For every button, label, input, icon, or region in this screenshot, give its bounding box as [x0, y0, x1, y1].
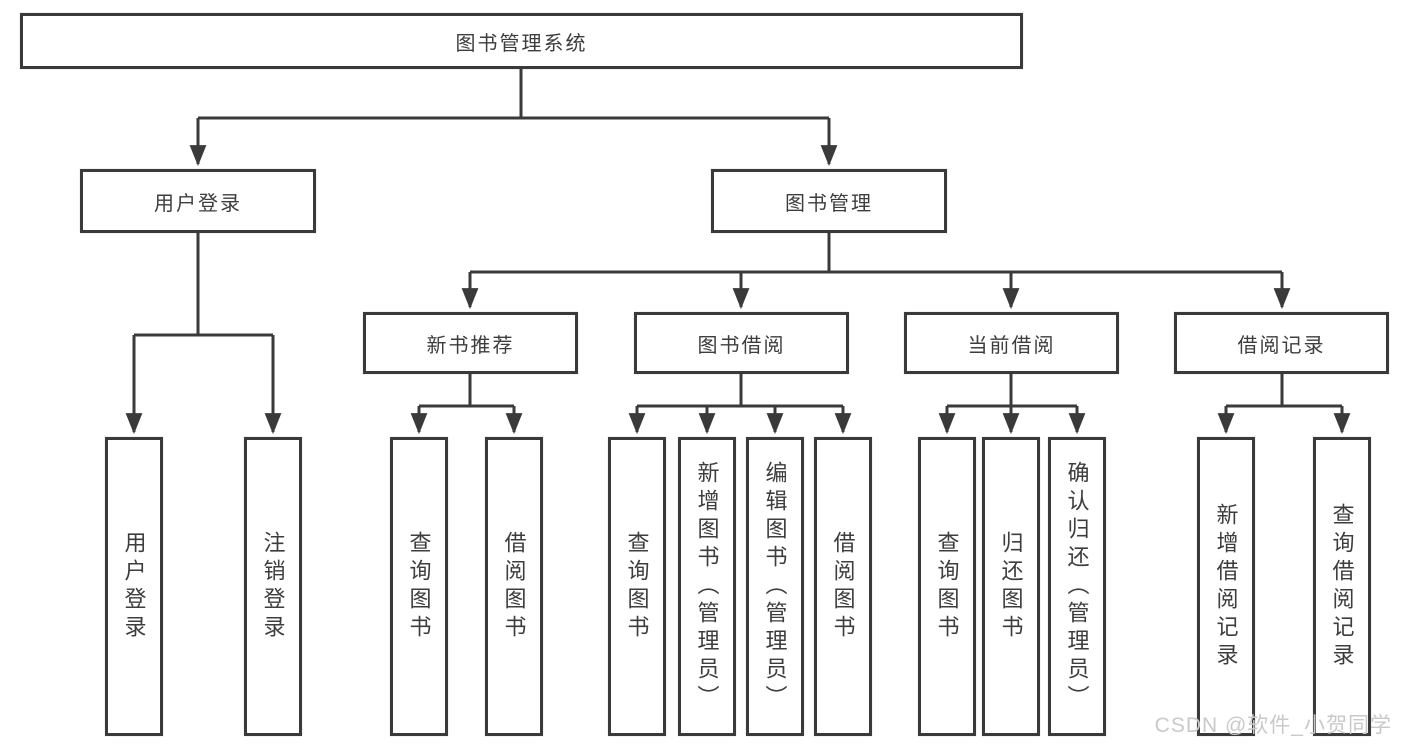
- leaf-borrow-books-recommend: 借阅图书: [485, 437, 543, 736]
- leaf-return-book: 归还图书: [982, 437, 1040, 736]
- leaf-add-borrow-record: 新增借阅记录: [1197, 437, 1255, 736]
- node-borrowing-records: 借阅记录: [1174, 312, 1389, 374]
- leaf-query-borrow-record: 查询借阅记录: [1313, 437, 1371, 736]
- node-library-management-system: 图书管理系统: [20, 13, 1023, 69]
- leaf-confirm-return-admin: 确认归还（管理员）: [1048, 437, 1106, 736]
- node-label: 新增图书（管理员）: [694, 460, 720, 713]
- leaf-query-books-borrowing: 查询图书: [608, 437, 666, 736]
- node-label: 查询图书: [934, 530, 960, 643]
- node-label: 借阅图书: [501, 530, 527, 643]
- node-label: 查询图书: [406, 530, 432, 643]
- leaf-edit-book-admin: 编辑图书（管理员）: [746, 437, 804, 736]
- leaf-query-books-current: 查询图书: [918, 437, 976, 736]
- node-label: 用户登录: [154, 192, 242, 215]
- node-label: 查询借阅记录: [1329, 502, 1355, 671]
- node-book-borrowing: 图书借阅: [634, 312, 849, 374]
- leaf-add-book-admin: 新增图书（管理员）: [678, 437, 736, 736]
- node-label: 用户登录: [121, 530, 147, 643]
- node-label: 图书管理: [785, 192, 873, 215]
- leaf-logout: 注销登录: [244, 437, 302, 736]
- node-label: 归还图书: [998, 530, 1024, 643]
- node-label: 图书借阅: [697, 334, 786, 357]
- node-label: 新增借阅记录: [1213, 502, 1239, 671]
- node-label: 借阅记录: [1237, 334, 1326, 357]
- node-label: 新书推荐: [426, 334, 515, 357]
- node-label: 确认归还（管理员）: [1064, 460, 1090, 713]
- leaf-user-login: 用户登录: [105, 437, 163, 736]
- node-label: 借阅图书: [830, 530, 856, 643]
- node-label: 当前借阅: [967, 334, 1056, 357]
- node-label: 图书管理系统: [455, 32, 588, 55]
- csdn-watermark: CSDN @软件_小贺同学: [1154, 714, 1392, 737]
- node-current-borrowing: 当前借阅: [904, 312, 1119, 374]
- node-label: 查询图书: [624, 530, 650, 643]
- node-book-management: 图书管理: [711, 169, 947, 233]
- leaf-borrow-books-borrowing: 借阅图书: [814, 437, 872, 736]
- node-label: 注销登录: [260, 530, 286, 643]
- node-new-book-recommendation: 新书推荐: [363, 312, 578, 374]
- node-label: 编辑图书（管理员）: [762, 460, 788, 713]
- leaf-query-books-recommend: 查询图书: [390, 437, 448, 736]
- node-user-login: 用户登录: [80, 169, 316, 233]
